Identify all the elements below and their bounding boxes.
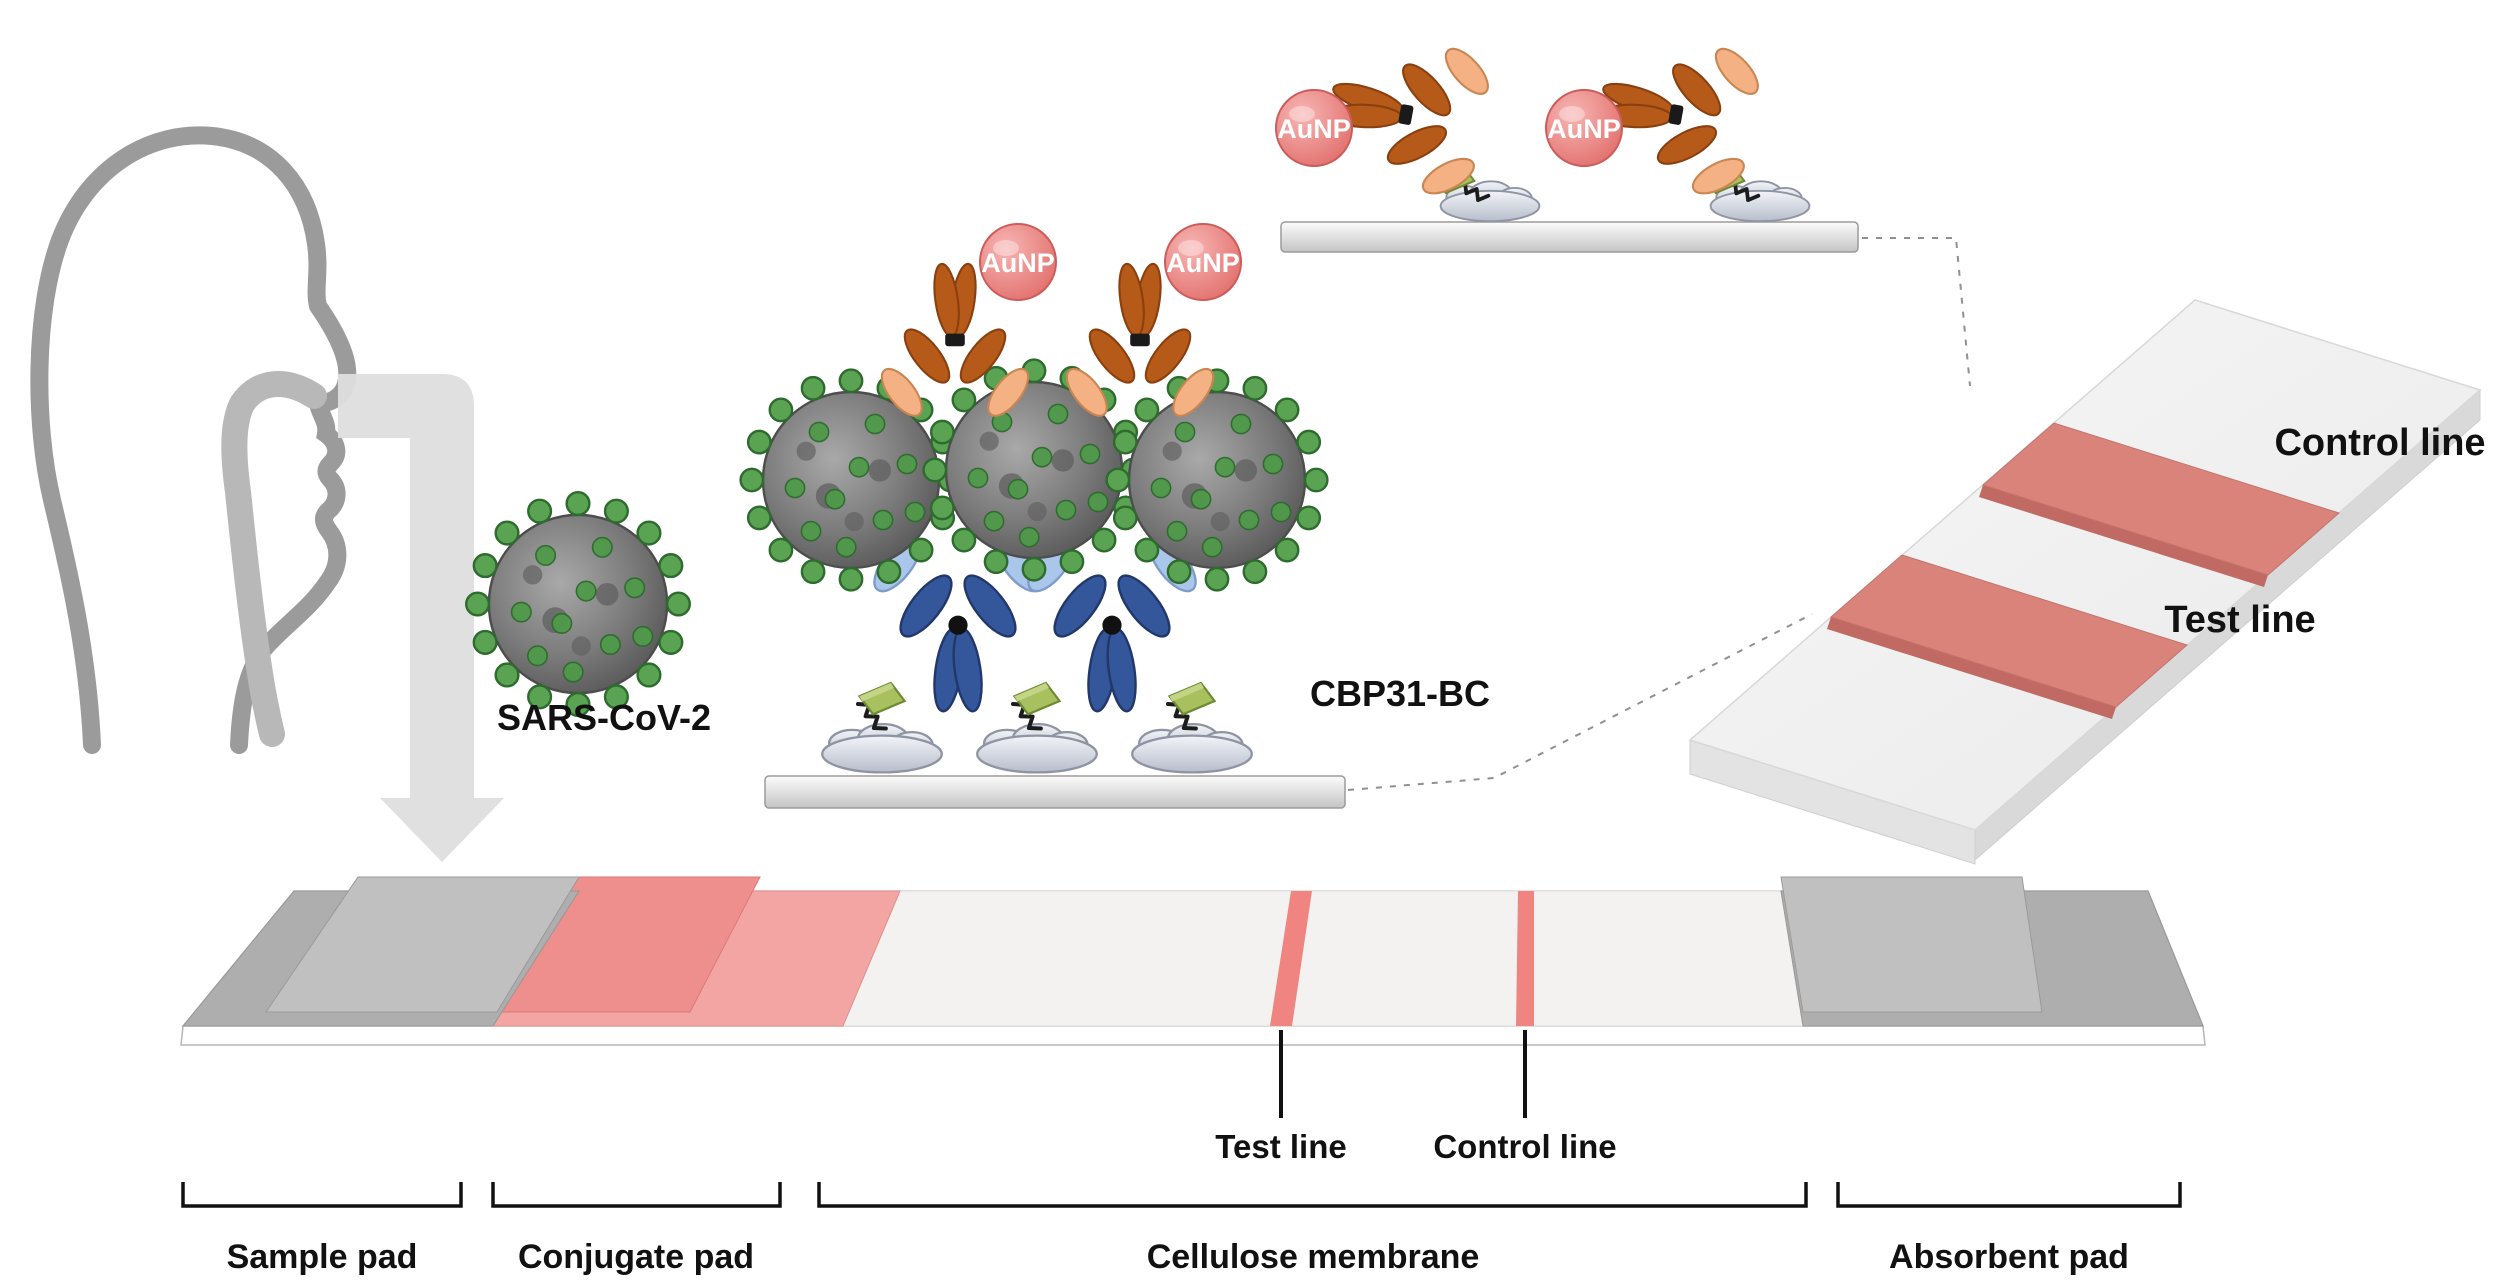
test-line-band	[1830, 554, 2188, 708]
conjugate-pad-label: Conjugate pad	[518, 1238, 754, 1276]
aunp-label: AuNP	[1547, 114, 1621, 144]
sample-pad-bracket	[181, 1182, 463, 1208]
strip-edge	[180, 1025, 2206, 1046]
sample-pad-label: Sample pad	[227, 1238, 418, 1276]
cellulose-cloud-icon	[821, 722, 943, 774]
absorbent-pad-raised	[1780, 876, 2043, 1013]
test-band-edge	[1827, 617, 2116, 719]
absorbent-pad-label: Absorbent pad	[1889, 1238, 2129, 1276]
control-line-label: Control line	[1433, 1128, 1616, 1165]
absorbent-pad-bracket	[1836, 1182, 2182, 1208]
aunp-label: AuNP	[1166, 248, 1240, 278]
airway-outline	[221, 371, 327, 747]
membrane-label: Cellulose membrane	[1147, 1238, 1480, 1276]
virus-sars-cov-2: SARS-CoV-2	[465, 491, 711, 738]
cellulose-cloud-icon	[1131, 722, 1253, 774]
control-line-mechanism: AuNP AuNP	[1275, 20, 1859, 253]
virus-icon	[465, 491, 691, 717]
pad-brackets	[181, 1182, 2182, 1208]
control-line-stripe	[1516, 891, 1534, 1026]
lateral-flow-strip: Test line Control line	[180, 876, 2206, 1165]
sample-pad-raised	[265, 876, 580, 1013]
binder-label: CBP31-BC	[1310, 673, 1490, 714]
virus-icon	[1105, 368, 1329, 592]
control-line-3d-label: Control line	[2274, 422, 2485, 464]
zoom-connectors	[1347, 237, 1971, 791]
cellulose-cloud-icon	[976, 722, 1098, 774]
test-line-label: Test line	[1215, 1128, 1346, 1165]
control-band-edge	[1979, 485, 2268, 587]
membrane-bracket	[817, 1182, 1808, 1208]
test-mechanism-bar	[764, 775, 1346, 809]
test-line-3d-label: Test line	[2164, 599, 2315, 641]
cellulose-membrane	[842, 890, 1804, 1027]
conjugate-pad-bracket	[491, 1182, 782, 1208]
control-mechanism-bar	[1280, 221, 1859, 253]
test-line-stripe	[1270, 891, 1312, 1026]
control-line-band	[1982, 422, 2340, 576]
aunp-label: AuNP	[1277, 114, 1351, 144]
aunp-label: AuNP	[981, 248, 1055, 278]
human-head-icon	[30, 126, 357, 754]
control-mechanism-connector	[1862, 237, 1971, 387]
head-outline	[30, 126, 357, 754]
sample-flow-arrow	[338, 374, 504, 862]
result-strip-3d: Control line Test line	[1688, 299, 2486, 865]
virus-label: SARS-CoV-2	[497, 697, 711, 738]
test-line-mechanism: AuNP AuNP CBP31-BC	[739, 223, 1490, 809]
